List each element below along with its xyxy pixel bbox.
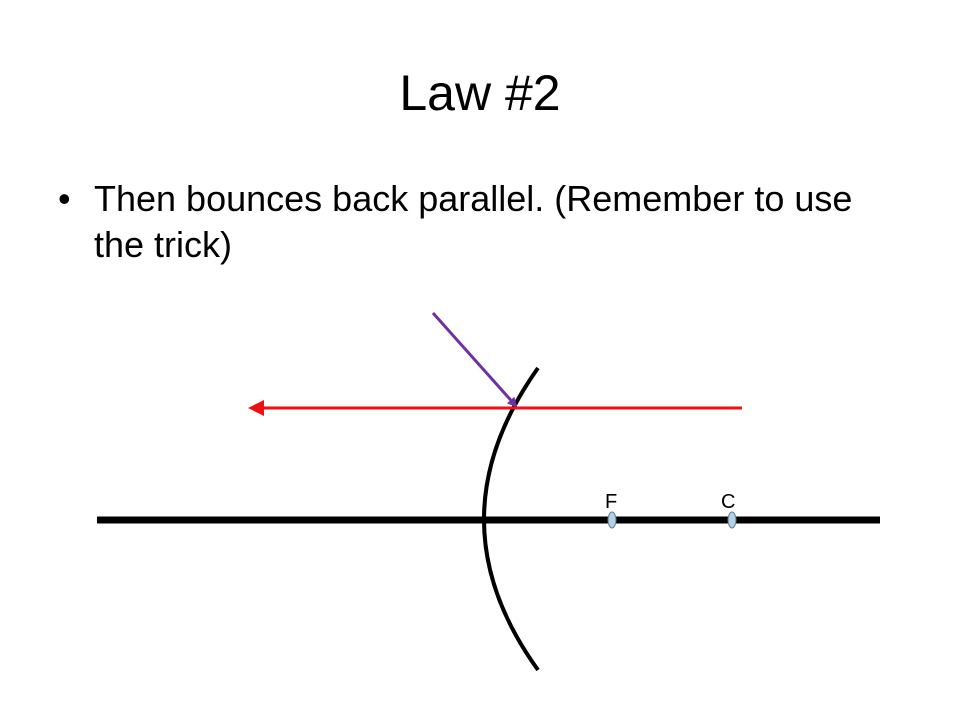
bullet-list: • Then bounces back parallel. (Remember … xyxy=(58,176,898,268)
focal-point-label: F xyxy=(605,491,617,513)
focal-point-marker xyxy=(607,511,617,529)
center-of-curvature-marker xyxy=(727,511,737,529)
slide-title: Law #2 xyxy=(399,65,561,121)
incident-ray xyxy=(431,312,518,408)
bullet-item: • Then bounces back parallel. (Remember … xyxy=(58,176,898,268)
center-of-curvature-label: C xyxy=(721,491,735,513)
bullet-text: Then bounces back parallel. (Remember to… xyxy=(94,178,853,265)
bullet-glyph: • xyxy=(58,178,71,219)
